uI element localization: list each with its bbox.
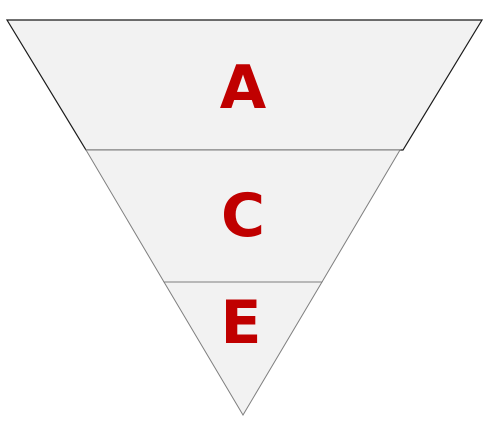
tier-e-shape [163,281,323,416]
tier-a-label: A [220,53,267,123]
tier-c-label: C [221,181,265,251]
tier-a-shape [5,19,484,151]
tier-e-label: E [221,288,262,358]
